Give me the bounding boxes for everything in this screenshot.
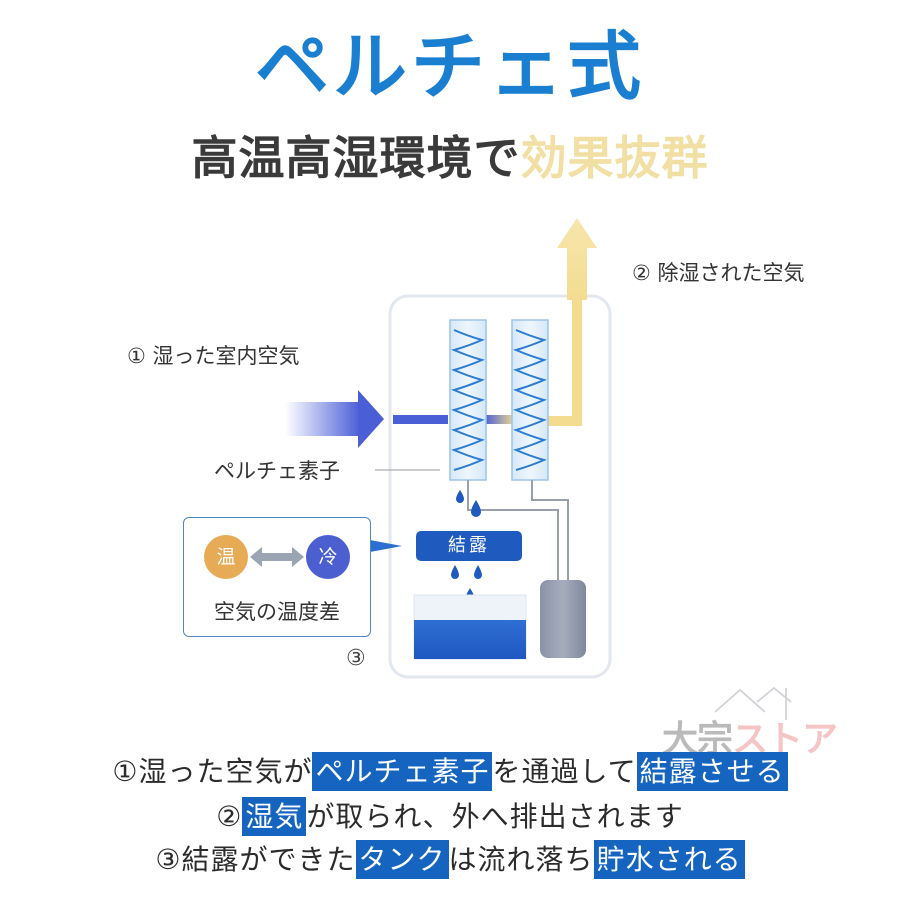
cold-circle: 冷 xyxy=(306,535,350,579)
humid-air-path xyxy=(393,415,448,424)
temperature-difference-caption: 空気の温度差 xyxy=(214,600,340,624)
highlight-tank: タンク xyxy=(355,840,449,879)
page-subtitle: 高温高湿環境で効果抜群 xyxy=(0,135,900,181)
highlight-moisture: 湿気 xyxy=(242,797,307,836)
subtitle-main: 高温高湿環境で xyxy=(191,131,521,185)
water-drop-icon xyxy=(451,565,459,579)
air-inflow-arrow-icon xyxy=(358,390,384,448)
tank-icon xyxy=(540,580,586,658)
step1-humid-air-label: ① 湿った室内空気 xyxy=(127,344,300,368)
wire-2 xyxy=(467,480,559,580)
store-watermark: 大宗ストア xyxy=(662,719,838,760)
water-drop-icon xyxy=(474,565,482,579)
coil-spring-left xyxy=(451,329,485,471)
step2-dry-air-label: ② 除湿された空気 xyxy=(632,261,805,285)
dry-air-up-arrow-icon xyxy=(557,218,597,300)
water-level xyxy=(414,620,526,659)
page-title: ペルチェ式 xyxy=(255,24,645,110)
air-inflow-tail xyxy=(285,402,360,436)
step-description-1: ①湿った空気がペルチェ素子を通過して結露させる xyxy=(0,752,900,791)
warm-circle: 温 xyxy=(204,535,248,579)
coil-spring-right xyxy=(513,329,547,471)
water-drop-icon xyxy=(471,500,481,517)
water-drop-icon xyxy=(456,490,464,503)
dehumidifier-body xyxy=(388,294,612,679)
wire-1 xyxy=(531,480,569,580)
air-between-coils xyxy=(485,415,515,424)
highlight-store-water: 貯水される xyxy=(593,840,745,879)
peltier-element-label: ペルチェ素子 xyxy=(214,459,340,483)
step-description-3: ③結露ができたタンクは流れ落ち貯水される xyxy=(0,840,900,879)
inset-pointer xyxy=(370,540,402,552)
dry-air-path-horizontal xyxy=(540,416,582,426)
condensation-badge: 結露 xyxy=(416,531,522,561)
step3-marker: ③ xyxy=(346,646,366,671)
dry-air-path-vertical xyxy=(572,255,582,426)
temperature-difference-inset: 温 冷 空気の温度差 xyxy=(183,517,371,637)
house-icon xyxy=(714,686,792,720)
double-arrow-icon xyxy=(250,547,304,567)
highlight-peltier: ペルチェ素子 xyxy=(312,752,493,791)
highlight-condense: 結露させる xyxy=(636,752,788,791)
subtitle-highlight: 効果抜群 xyxy=(520,131,709,185)
